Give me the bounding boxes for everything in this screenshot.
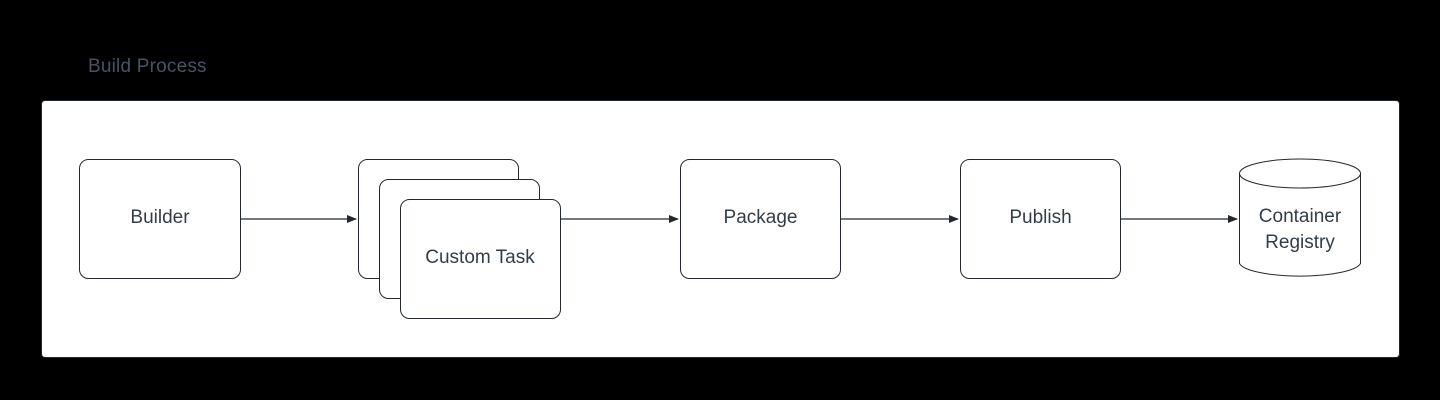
page-title: Build Process [88, 56, 207, 77]
build-process-panel [41, 100, 1400, 358]
